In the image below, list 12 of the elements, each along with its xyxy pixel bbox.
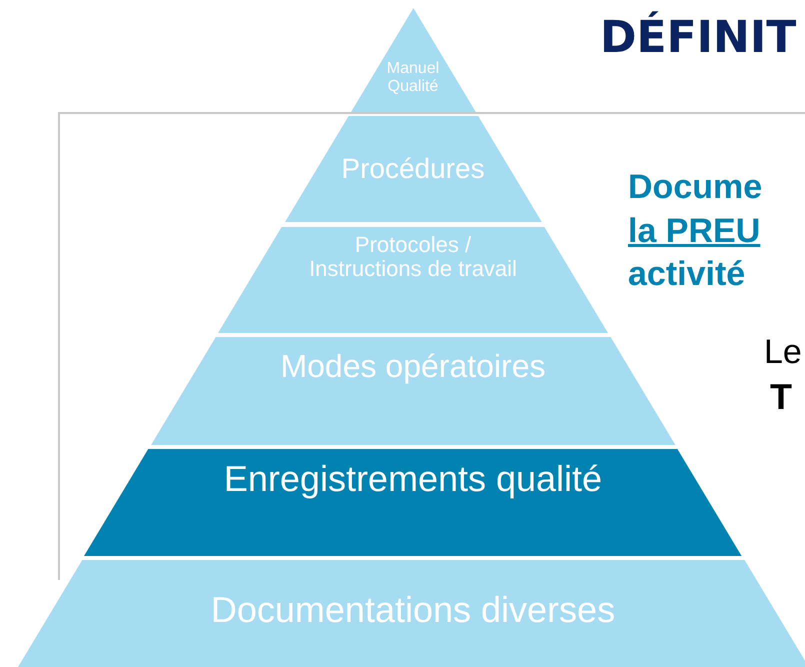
heading-text: la PREU bbox=[628, 212, 760, 251]
body-text: Le bbox=[764, 333, 802, 372]
tier-label: Modes opératoires bbox=[279, 349, 546, 384]
body-text: T bbox=[770, 376, 792, 418]
tier-label: Procédures bbox=[340, 154, 486, 185]
tier-label: Protocoles / Instructions de travail bbox=[308, 233, 518, 282]
tier-label: Enregistrements qualité bbox=[222, 459, 604, 499]
heading-text: activité bbox=[628, 255, 746, 294]
title: DÉFINIT bbox=[600, 12, 796, 63]
tier-label: Manuel Qualité bbox=[386, 60, 440, 96]
tier-label: Documentations diverses bbox=[210, 590, 616, 630]
heading-text: Docume bbox=[628, 168, 762, 207]
